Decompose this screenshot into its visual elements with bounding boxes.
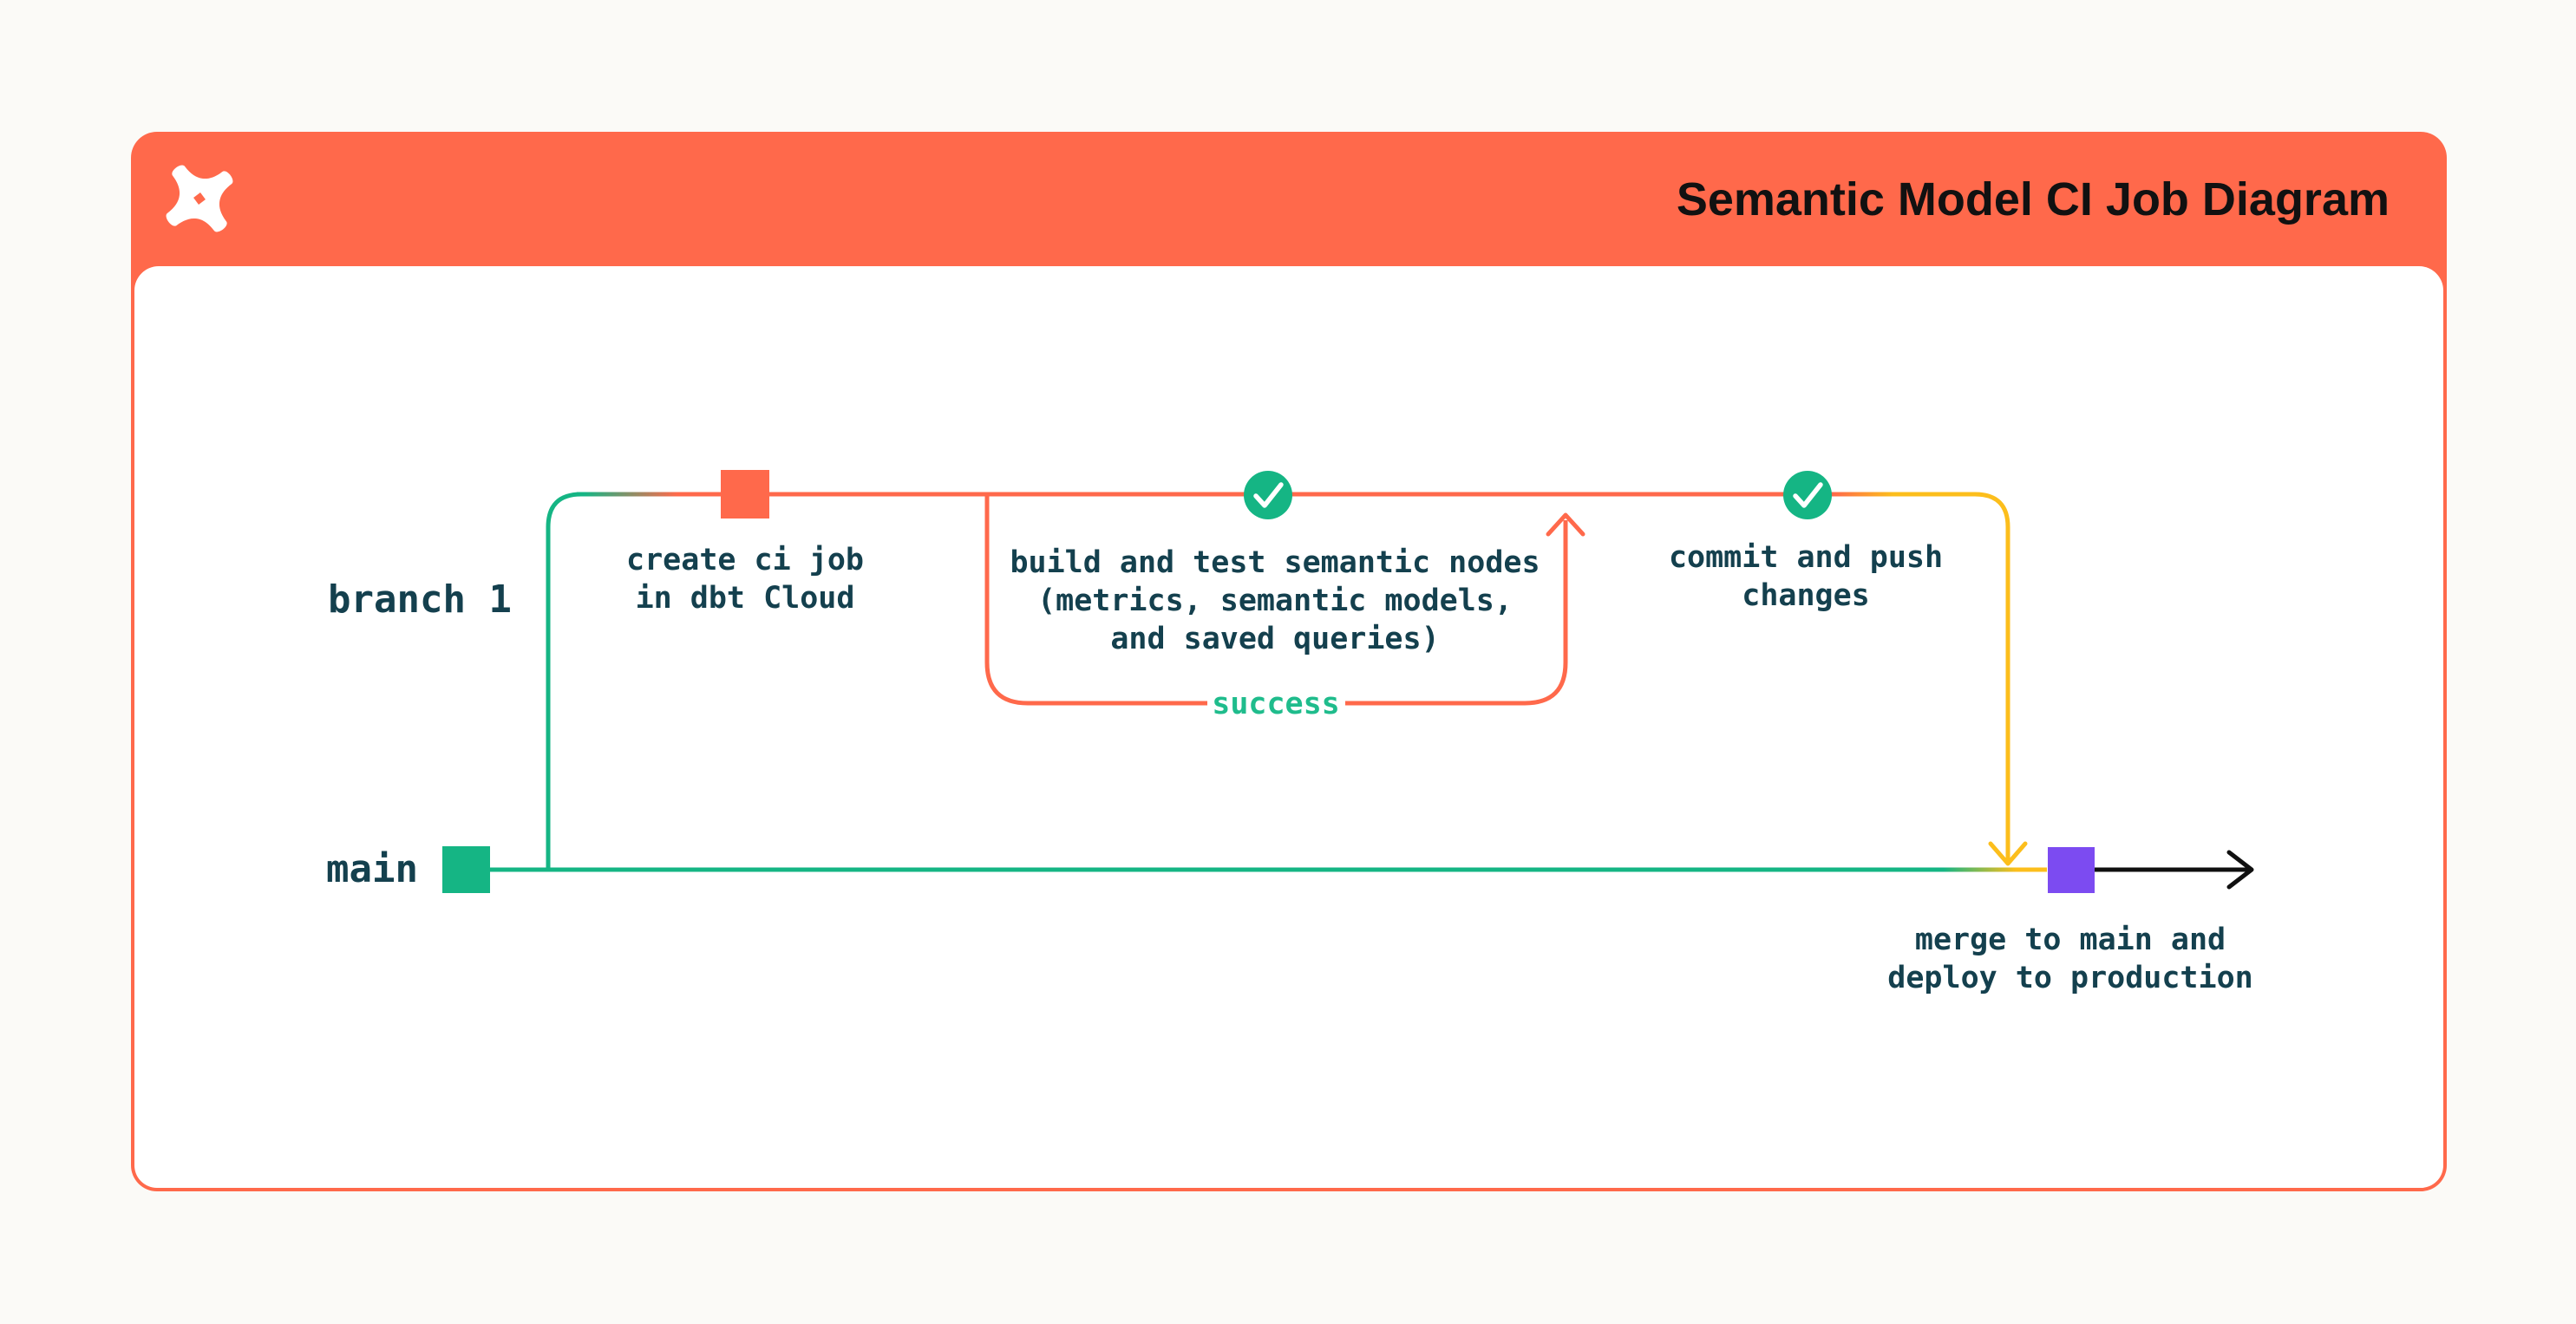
create-ci-job-commit-square (721, 470, 769, 519)
diagram-card: Semantic Model CI Job Diagram (131, 132, 2447, 1191)
commit-push-check-icon (1783, 471, 1832, 519)
dbt-logo-icon (166, 165, 233, 232)
branch-1-lane-label: branch 1 (328, 577, 512, 622)
page-title: Semantic Model CI Job Diagram (1676, 173, 2390, 225)
success-loop-arrowhead-up-icon (1546, 512, 1585, 537)
success-loop-right-line (1345, 520, 1568, 706)
main-continue-arrowhead-icon (2226, 850, 2254, 890)
branch-start-line (546, 492, 582, 870)
merge-arrowhead-down-icon (1988, 841, 2028, 866)
branch-line (577, 492, 2010, 861)
main-commit-square (442, 846, 490, 893)
success-loop-left-line (984, 494, 1207, 706)
node-create-ci-job-label: create ci job in dbt Cloud (626, 543, 864, 616)
merge-commit-square (2048, 847, 2095, 893)
card-body (134, 266, 2443, 1188)
node-merge-deploy-label: merge to main and deploy to production (1887, 923, 2253, 995)
success-loop-label: success (1212, 687, 1340, 721)
build-test-check-icon (1244, 471, 1292, 519)
node-commit-push-label: commit and push changes (1668, 540, 1944, 613)
node-build-and-test-label: build and test semantic nodes (metrics, … (1010, 545, 1540, 656)
main-lane-label: main (326, 847, 418, 891)
